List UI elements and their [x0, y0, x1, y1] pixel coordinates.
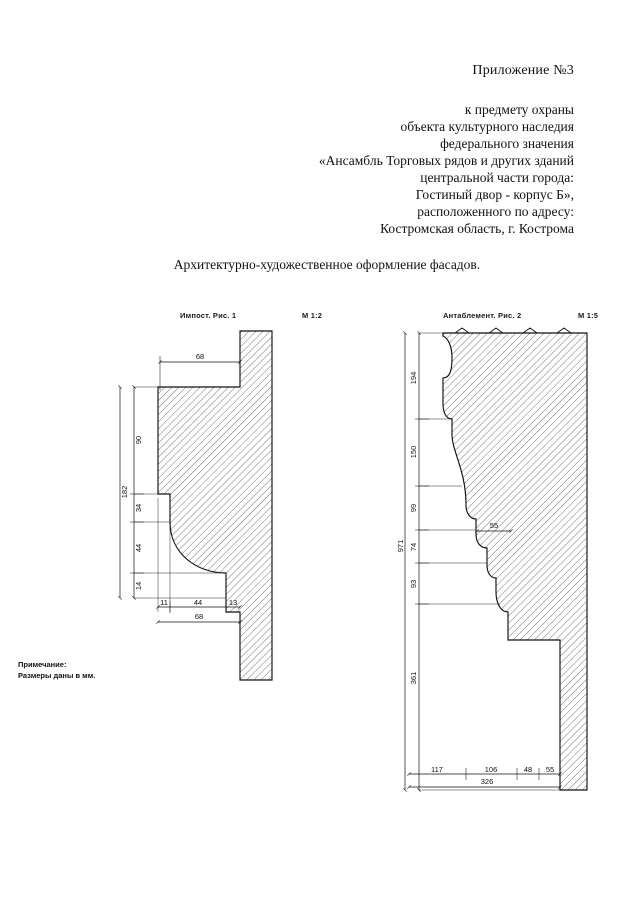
figure2-dim-55-inner: 55 [490, 521, 498, 530]
figure1-dim-68-total: 68 [195, 612, 203, 621]
figure2-dim-93: 93 [409, 580, 418, 588]
header-line-6: расположенного по адресу: [417, 204, 574, 219]
figure2-dim-55-bottom: 55 [546, 765, 554, 774]
document-header: Приложение №3 к предмету охраны объекта … [0, 62, 574, 237]
figure1-dim-90: 90 [134, 436, 143, 444]
figure1-dim-44: 44 [134, 544, 143, 552]
figure2-dim-361: 361 [409, 672, 418, 685]
figure2-profile-outline [442, 332, 588, 791]
document-subtitle: Архитектурно-художественное оформление ф… [173, 257, 481, 272]
figure1-dim-13: 13 [229, 598, 237, 607]
figure2-dim-117: 117 [431, 765, 443, 774]
figure1-scale: М 1:2 [302, 311, 323, 320]
figure1-profile-fill [158, 331, 272, 680]
figure1-dim-11: 11 [160, 598, 168, 607]
figure2-dim-150: 150 [409, 446, 418, 459]
figure1-dim-182: 182 [120, 486, 129, 499]
header-line-7: Костромская область, г. Кострома [380, 221, 574, 236]
figure2-dim-106: 106 [485, 765, 498, 774]
header-line-2: федерального значения [440, 136, 574, 151]
figure1-impost: 68 90 34 44 14 182 [118, 330, 273, 681]
header-line-3: «Ансамбль Торговых рядов и других зданий [318, 153, 574, 168]
figure2-dim-48: 48 [524, 765, 532, 774]
figure1-dim-44b: 44 [194, 598, 202, 607]
figure2-dim-74: 74 [409, 543, 418, 551]
figure1-dim-14: 14 [134, 582, 143, 590]
figure2-dim-99: 99 [409, 504, 418, 512]
figure2-dim-194: 194 [409, 372, 418, 385]
figure2-profile-fill [443, 333, 587, 790]
figure2-dim-971: 971 [396, 540, 405, 553]
figure1-dim-34: 34 [134, 504, 143, 512]
figure1-caption: Импост. Рис. 1 [180, 311, 237, 320]
figure2-entablature: 194 150 99 74 93 361 971 55 117 106 48 5… [396, 327, 588, 792]
header-line-1: объекта культурного наследия [400, 119, 574, 134]
header-line-4: центральной части города: [420, 170, 574, 185]
notes-block: Примечание: Размеры даны в мм. [18, 659, 95, 681]
figure2-scale: М 1:5 [578, 311, 599, 320]
appendix-title: Приложение №3 [472, 63, 574, 78]
figure1-dim-top-label: 68 [196, 352, 204, 361]
figure2-dim-326: 326 [481, 777, 494, 786]
notes-line: Размеры даны в мм. [18, 671, 96, 680]
figure1-profile-outline [157, 330, 273, 681]
header-line-5: Гостиный двор - корпус Б», [415, 187, 574, 202]
header-line-0: к предмету охраны [464, 102, 574, 117]
notes-heading: Примечание: [18, 660, 67, 669]
figure2-caption: Антаблемент. Рис. 2 [443, 311, 522, 320]
figure2-break-line [443, 327, 587, 334]
